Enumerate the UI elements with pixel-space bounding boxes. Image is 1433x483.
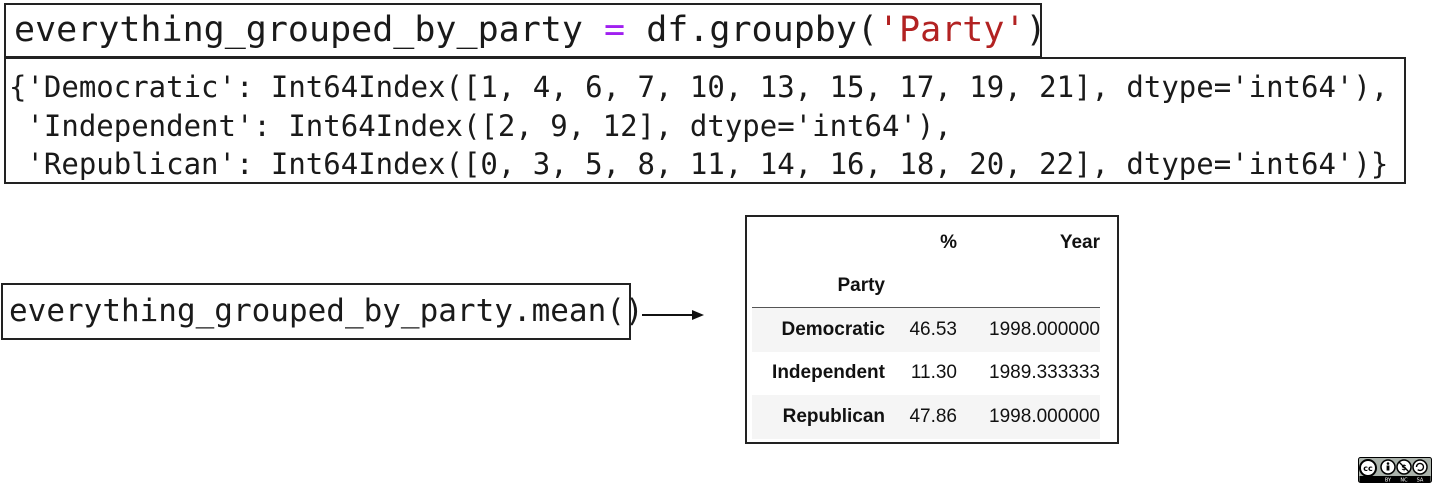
groupby-argument: 'Party' [877,10,1026,50]
groups-output-line: {'Democratic': Int64Index([1, 4, 6, 7, 1… [9,70,1389,104]
assign-operator: = [604,10,626,50]
result-table: % Year Party Democratic 46.53 1998.00000… [752,221,1100,439]
cell-percent: 46.53 [885,307,957,352]
column-header-year: Year [1059,232,1100,253]
groups-output-line: 'Republican': Int64Index([0, 3, 5, 8, 11… [9,147,1389,181]
index-name: Party [837,275,885,296]
groups-output-cell: {'Democratic': Int64Index([1, 4, 6, 7, 1… [4,57,1406,184]
license-label: NC [1400,478,1408,483]
column-header-percent: % [940,232,957,253]
table-row: Republican 47.86 1998.000000 [752,395,1100,439]
svg-text:cc: cc [1363,464,1373,473]
cell-percent: 11.30 [910,362,957,384]
cell-year: 1989.333333 [989,362,1100,384]
cell-percent: 47.86 [885,395,957,439]
header-divider [752,307,1100,308]
corner-cell [752,221,885,265]
row-index: Independent [772,362,885,384]
table-row: Democratic 46.53 1998.000000 [752,307,1100,352]
license-label: BY [1385,478,1392,483]
mean-result-dataframe: % Year Party Democratic 46.53 1998.00000… [745,215,1119,444]
variable-name: everything_grouped_by_party [14,10,583,50]
right-arrow-icon [642,310,704,320]
mean-code-cell: everything_grouped_by_party.mean() [1,283,644,340]
cc-by-nc-sa-icon: cc $ BY NC SA [1358,457,1432,483]
row-index: Democratic [752,307,885,352]
groups-output-line: 'Independent': Int64Index([2, 9, 12], dt… [9,108,952,143]
mean-call-code: everything_grouped_by_party.mean() [9,293,644,329]
row-index: Republican [752,395,885,439]
license-label: SA [1417,478,1424,483]
groupby-call-prefix: df.groupby( [646,10,878,50]
groupby-call-suffix: ) [1025,10,1047,50]
cell-year: 1998.000000 [957,395,1100,439]
groupby-code-cell: everything_grouped_by_party = df.groupby… [4,3,1047,58]
cell-year: 1998.000000 [957,307,1100,352]
table-row: Independent 11.30 1989.333333 [752,352,1100,396]
